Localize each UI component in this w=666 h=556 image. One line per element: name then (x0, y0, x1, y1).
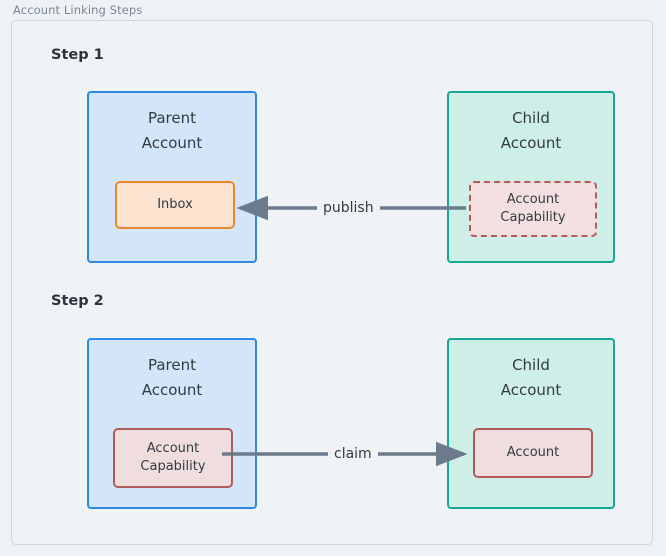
step-2-parent-account-box[interactable]: Parent Account Account Capability (87, 338, 257, 509)
publish-arrow-label: publish (317, 200, 380, 216)
step-1-parent-account-title: Parent Account (141, 109, 203, 152)
step-2-account-capability-node[interactable]: Account Capability (113, 428, 233, 488)
diagram-frame: Step 1 Parent Account Inbox Child Accoun… (11, 20, 653, 545)
step-1-account-capability-node[interactable]: Account Capability (469, 181, 597, 237)
step-2-label: Step 2 (51, 293, 104, 309)
step-1-inbox-node[interactable]: Inbox (115, 181, 235, 229)
step-2-child-account-box[interactable]: Child Account Account (447, 338, 615, 509)
diagram-caption: Account Linking Steps (13, 3, 143, 17)
step-2-account-node[interactable]: Account (473, 428, 593, 478)
step-1-child-account-box[interactable]: Child Account Account Capability (447, 91, 615, 263)
step-2-child-account-title: Child Account (500, 356, 562, 399)
step-2-parent-account-title: Parent Account (141, 356, 203, 399)
step-1-child-account-title: Child Account (500, 109, 562, 152)
step-1-parent-account-box[interactable]: Parent Account Inbox (87, 91, 257, 263)
claim-arrow-label: claim (328, 446, 378, 462)
step-1-label: Step 1 (51, 47, 104, 63)
